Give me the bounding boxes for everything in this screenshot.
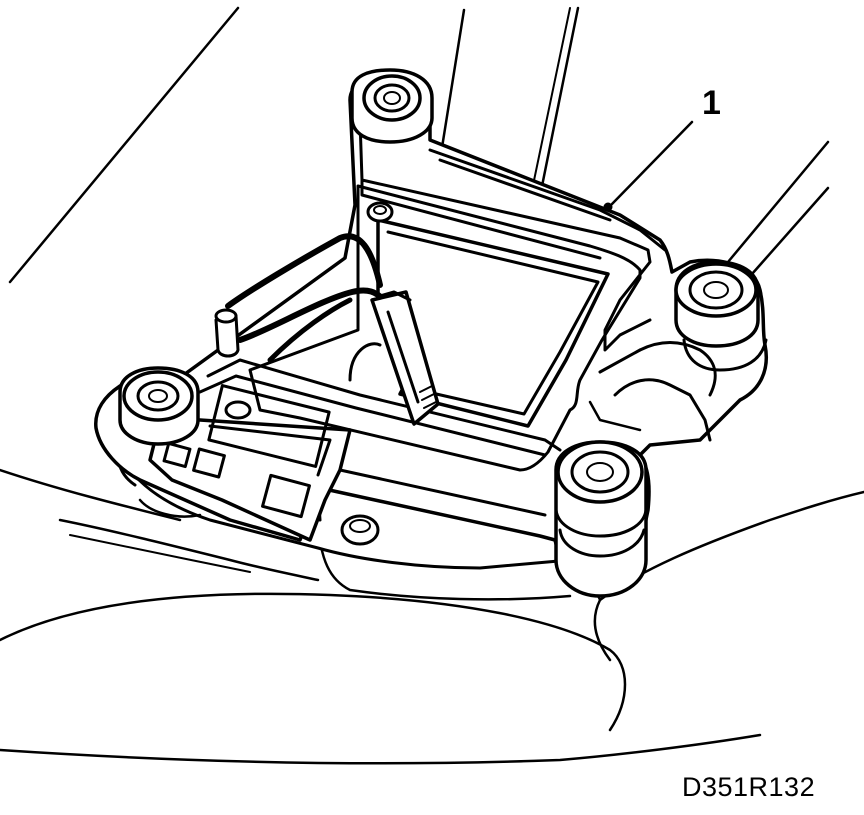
figure-reference-id: D351R132 <box>682 772 816 802</box>
mounting-bushing-top <box>350 68 434 144</box>
mounting-bushing-front-right <box>554 440 648 598</box>
mounting-bushing-front-left <box>118 366 200 446</box>
wiring-harness <box>214 233 440 426</box>
mounting-plate <box>148 384 352 542</box>
callout-leader-line <box>603 120 694 212</box>
mounting-bushing-right <box>674 260 768 372</box>
locating-stud <box>366 201 394 223</box>
callout-number: 1 <box>702 84 721 122</box>
